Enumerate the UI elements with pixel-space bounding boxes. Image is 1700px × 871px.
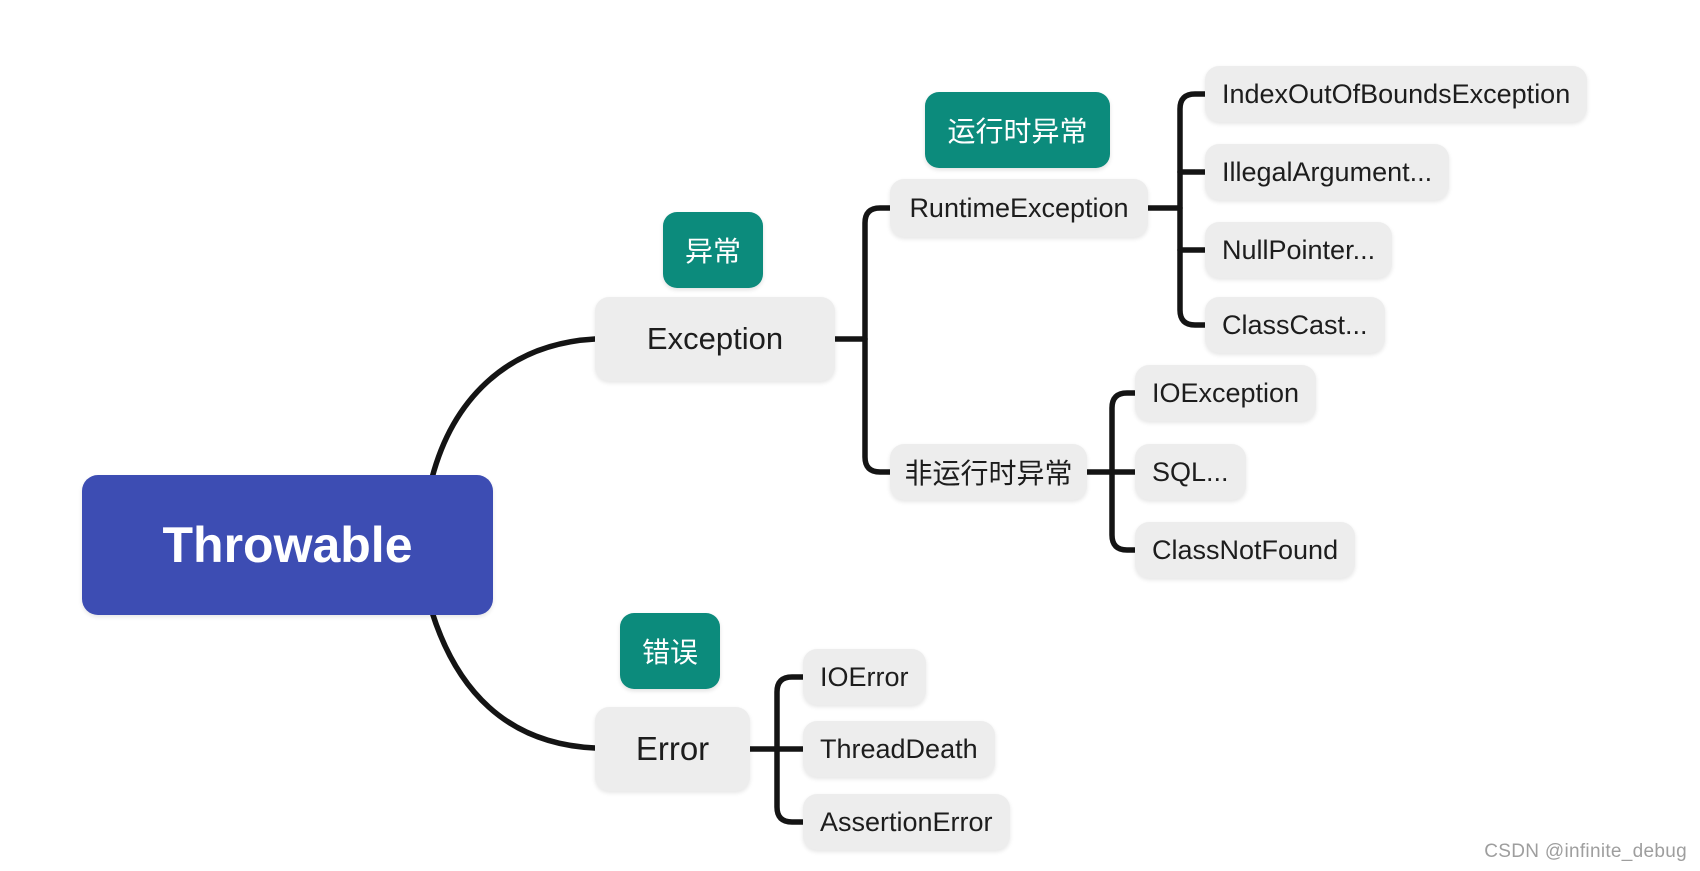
node-throwable[interactable]: Throwable: [82, 475, 493, 615]
watermark-text: CSDN @infinite_debug: [1484, 841, 1687, 862]
badge-error-category[interactable]: 错误: [620, 613, 720, 689]
node-illegal-argument[interactable]: IllegalArgument...: [1205, 144, 1450, 200]
badge-exception-category[interactable]: 异常: [663, 212, 763, 288]
badge-runtime-exception-category[interactable]: 运行时异常: [925, 92, 1110, 168]
connector-root-exception: [429, 336, 598, 481]
connector-runtime-rail: [1177, 91, 1208, 328]
node-assertion-error[interactable]: AssertionError: [803, 794, 1010, 850]
node-exception[interactable]: Exception: [595, 297, 835, 381]
node-error[interactable]: Error: [595, 707, 750, 791]
node-thread-death[interactable]: ThreadDeath: [803, 721, 995, 777]
node-io-error[interactable]: IOError: [803, 649, 926, 705]
node-sql[interactable]: SQL...: [1135, 444, 1246, 500]
connector-root-error: [429, 609, 598, 751]
connector-nonruntime-rail: [1109, 390, 1138, 553]
connector-error-rail: [774, 674, 806, 825]
node-index-out-of-bounds-exception[interactable]: IndexOutOfBoundsException: [1205, 66, 1588, 122]
node-runtime-exception[interactable]: RuntimeException: [890, 179, 1148, 237]
node-class-not-found[interactable]: ClassNotFound: [1135, 522, 1356, 578]
node-non-runtime-exception[interactable]: 非运行时异常: [890, 444, 1087, 500]
node-class-cast[interactable]: ClassCast...: [1205, 297, 1385, 353]
connector-exception-rail: [862, 205, 893, 475]
node-io-exception[interactable]: IOException: [1135, 365, 1317, 421]
node-null-pointer[interactable]: NullPointer...: [1205, 222, 1393, 278]
